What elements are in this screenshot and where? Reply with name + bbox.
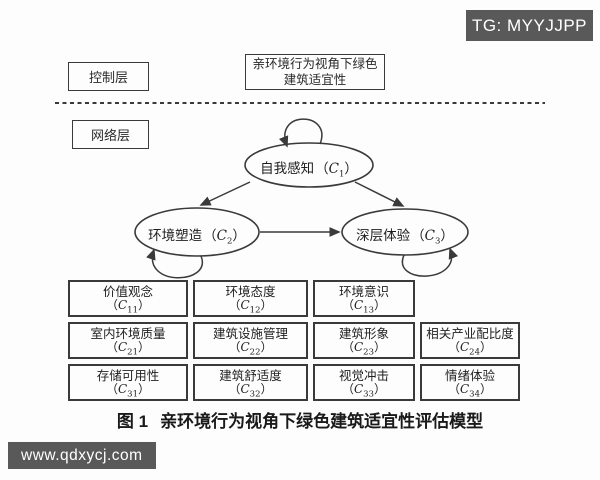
node-c2-name: 环境塑造 (148, 228, 203, 244)
self-loop-c3 (401, 247, 459, 277)
arrow-c1-to-c3 (354, 181, 405, 207)
layer-divider-dashed-line (55, 102, 545, 104)
indicator-cell-c13: 环境意识 （C13） (313, 280, 415, 317)
network-layer-box: 网络层 (72, 120, 149, 149)
node-c1-code: （C1） (315, 161, 358, 180)
site-watermark-badge: www.qdxycj.com (8, 442, 156, 469)
indicator-cell-c12: 环境态度 （C12） (193, 280, 308, 317)
node-c3-label: 深层体验（C3） (340, 224, 470, 247)
node-c1-ellipse (244, 142, 374, 188)
self-loop-c2 (146, 248, 204, 279)
node-c2-code: （C2） (203, 228, 246, 247)
figure-title: 亲环境行为视角下绿色建筑适宜性评估模型 (160, 412, 484, 431)
tg-watermark-badge: TG: MYYJJPP (466, 10, 593, 41)
indicator-cell-c23: 建筑形象 （C23） (313, 322, 415, 359)
indicator-row-1: 价值观念 （C11） 环境态度 （C12） 环境意识 （C13） (68, 280, 520, 317)
node-c1-name: 自我感知 (260, 161, 315, 177)
indicator-cell-c22: 建筑设施管理 （C22） (193, 322, 308, 359)
node-c3-code: （C3） (411, 228, 454, 247)
node-c3-name: 深层体验 (356, 228, 411, 244)
indicator-row-3: 存储可用性 （C31） 建筑舒适度 （C32） 视觉冲击 （C33） 情绪体验 … (68, 364, 520, 401)
node-c2-ellipse (134, 207, 260, 257)
node-c2-label: 环境塑造（C2） (132, 224, 262, 247)
indicator-cell-c34: 情绪体验 （C34） (420, 364, 520, 401)
node-c3-ellipse (341, 208, 469, 256)
indicator-row-2: 室内环境质量 （C21） 建筑设施管理 （C22） 建筑形象 （C23） 相关产… (68, 322, 520, 359)
figure-caption: 图 1 亲环境行为视角下绿色建筑适宜性评估模型 (0, 407, 600, 432)
control-layer-box: 控制层 (68, 62, 149, 91)
indicator-cell-c31: 存储可用性 （C31） (68, 364, 188, 401)
node-c1-label: 自我感知（C1） (244, 157, 374, 180)
goal-box: 亲环境行为视角下绿色 建筑适宜性 (245, 54, 385, 90)
indicator-cell-c11: 价值观念 （C11） (68, 280, 188, 317)
indicator-cell-c32: 建筑舒适度 （C32） (193, 364, 308, 401)
figure-number: 图 1 (116, 412, 149, 431)
goal-line2: 建筑适宜性 (283, 72, 347, 87)
self-loop-c1 (278, 118, 323, 148)
indicator-cell-c33: 视觉冲击 （C33） (313, 364, 415, 401)
indicator-cell-c21: 室内环境质量 （C21） (68, 322, 188, 359)
indicator-grid: 价值观念 （C11） 环境态度 （C12） 环境意识 （C13） 室内环境质量 … (68, 280, 520, 401)
arrow-c1-to-c2 (199, 181, 251, 206)
goal-line1: 亲环境行为视角下绿色 (252, 55, 378, 71)
goal-text: 亲环境行为视角下绿色 建筑适宜性 (246, 56, 384, 89)
indicator-cell-c24: 相关产业配比度 （C24） (420, 322, 520, 359)
